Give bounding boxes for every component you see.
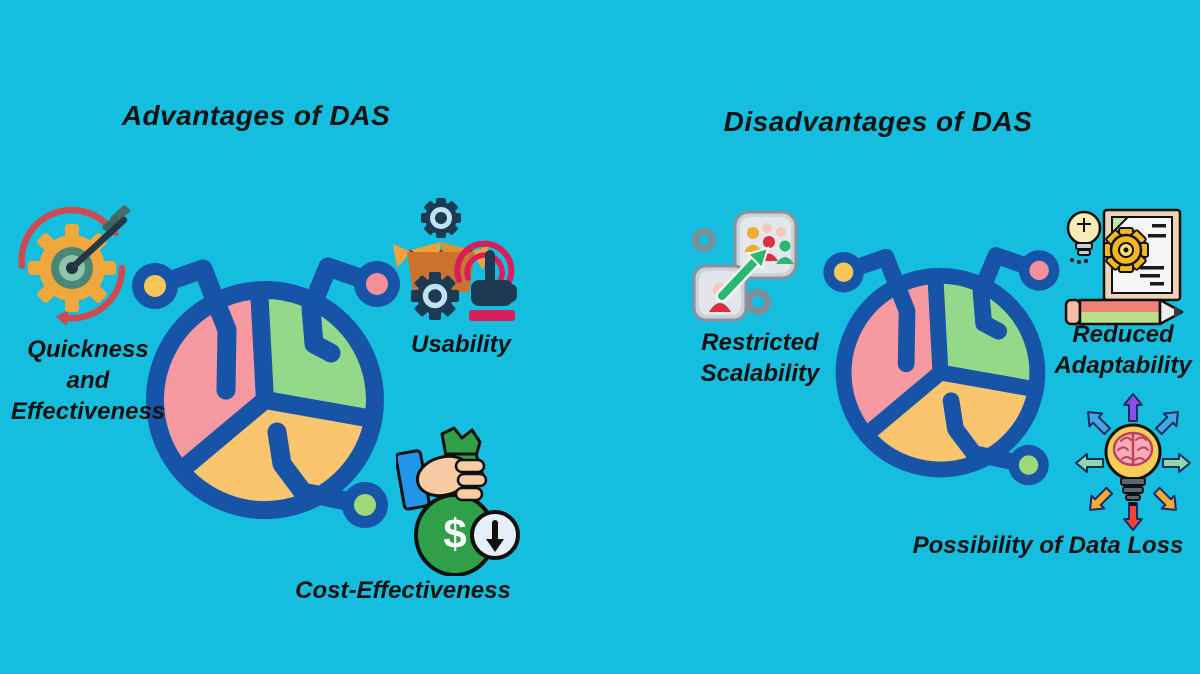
document-gear-lightbulb-icon: [1064, 208, 1184, 326]
radiating-arrows: [1075, 393, 1191, 531]
disadvantages-pie-connector-graphic: [782, 200, 1099, 517]
brain: [1112, 431, 1154, 467]
advantage-label-usability: Usability: [411, 329, 511, 360]
label-line: Possibility of Data Loss: [912, 532, 1184, 559]
dart: [70, 205, 130, 270]
label-line: and: [66, 367, 110, 394]
label-line: Adaptability: [1054, 352, 1192, 379]
dollar-sign: $: [443, 510, 466, 557]
label-line: Restricted: [701, 329, 819, 356]
growth-arrow: [715, 246, 770, 303]
advantage-label-quickness-effectiveness: Quickness and Effectiveness: [11, 334, 165, 427]
top-gear: [421, 198, 461, 238]
label-line: Effectiveness: [10, 398, 166, 425]
label-line: Cost-Effectiveness: [295, 577, 511, 604]
rotation-arrows: [18, 206, 126, 322]
label-line: Quickness: [27, 336, 149, 363]
disadvantage-label-reduced-adaptability: Reduced Adaptability: [1054, 319, 1191, 381]
label-line: Reduced: [1072, 321, 1174, 348]
label-line: Scalability: [700, 360, 820, 387]
bulb-base: [1120, 477, 1146, 506]
advantage-label-cost-effectiveness: Cost-Effectiveness: [295, 575, 511, 606]
user-groups-scaling-icon: [692, 210, 798, 322]
cuff: [469, 310, 515, 321]
advantages-title: Advantages of DAS: [121, 100, 391, 131]
target-gear-icon: [18, 205, 130, 326]
disadvantage-label-restricted-scalability: Restricted Scalability: [701, 327, 820, 389]
money-bag-hand-icon: $: [396, 426, 520, 576]
holding-hand: [415, 454, 488, 502]
pencil: [1064, 298, 1184, 326]
bottom-gear: [411, 272, 459, 320]
brain-bulb-arrows-icon: [1075, 393, 1191, 531]
pointing-hand: [471, 250, 517, 306]
open-box-gears-touch-icon: [393, 198, 517, 321]
disadvantage-label-data-loss: Possibility of Data Loss: [913, 530, 1184, 561]
lightbulb: [1066, 210, 1102, 264]
settings-gear: [1103, 227, 1149, 273]
label-line: Usability: [410, 331, 512, 358]
decrease-badge: [470, 510, 520, 560]
disadvantages-title: Disadvantages of DAS: [723, 106, 1033, 137]
